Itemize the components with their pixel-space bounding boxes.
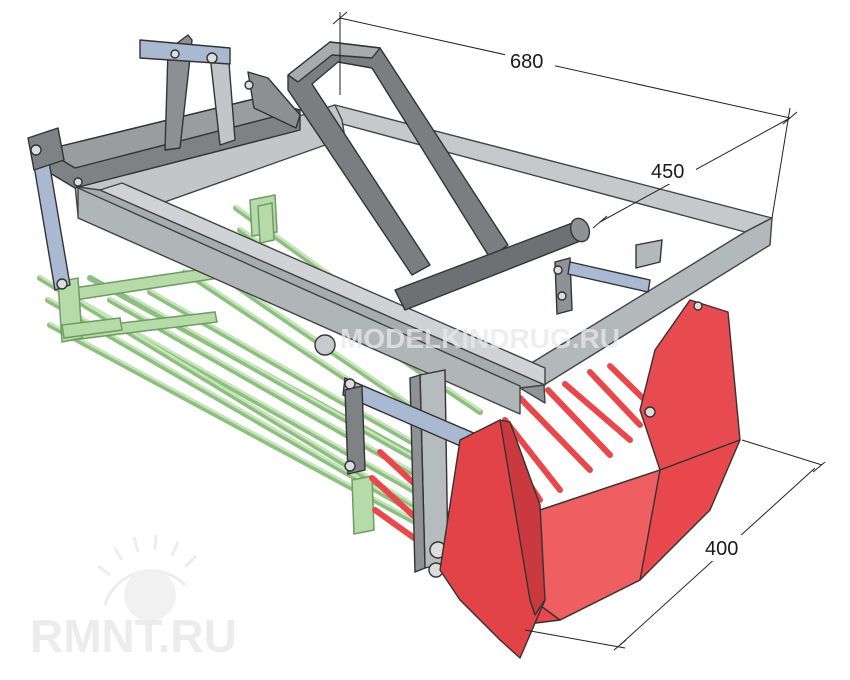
hitch-upright-left bbox=[164, 34, 193, 151]
handle bbox=[287, 41, 591, 311]
basket-left-arm bbox=[57, 277, 123, 343]
frame-right-beam bbox=[519, 217, 773, 386]
basket-rear-hanger bbox=[257, 202, 275, 244]
hitch-side-plate bbox=[247, 71, 301, 129]
logo-sunburst-icon bbox=[97, 534, 198, 621]
front-link-arm bbox=[344, 385, 366, 475]
hitch-assembly bbox=[27, 34, 301, 291]
dimension-depth-label: 400 bbox=[705, 538, 738, 560]
dimension-width-label: 450 bbox=[651, 161, 684, 183]
dimension-labels: 680 450 400 bbox=[505, 48, 750, 561]
rmnt-logo-watermark: RMNT.RU bbox=[30, 534, 237, 662]
dimension-length-label: 680 bbox=[510, 51, 543, 73]
rear-blue-link bbox=[567, 261, 651, 293]
center-watermark-text: MODELKINDRUG.RU bbox=[340, 323, 620, 354]
shovel-right-side-plate bbox=[639, 299, 741, 471]
digging-shovel bbox=[439, 299, 741, 659]
corner-watermark-text: RMNT.RU bbox=[30, 610, 237, 662]
